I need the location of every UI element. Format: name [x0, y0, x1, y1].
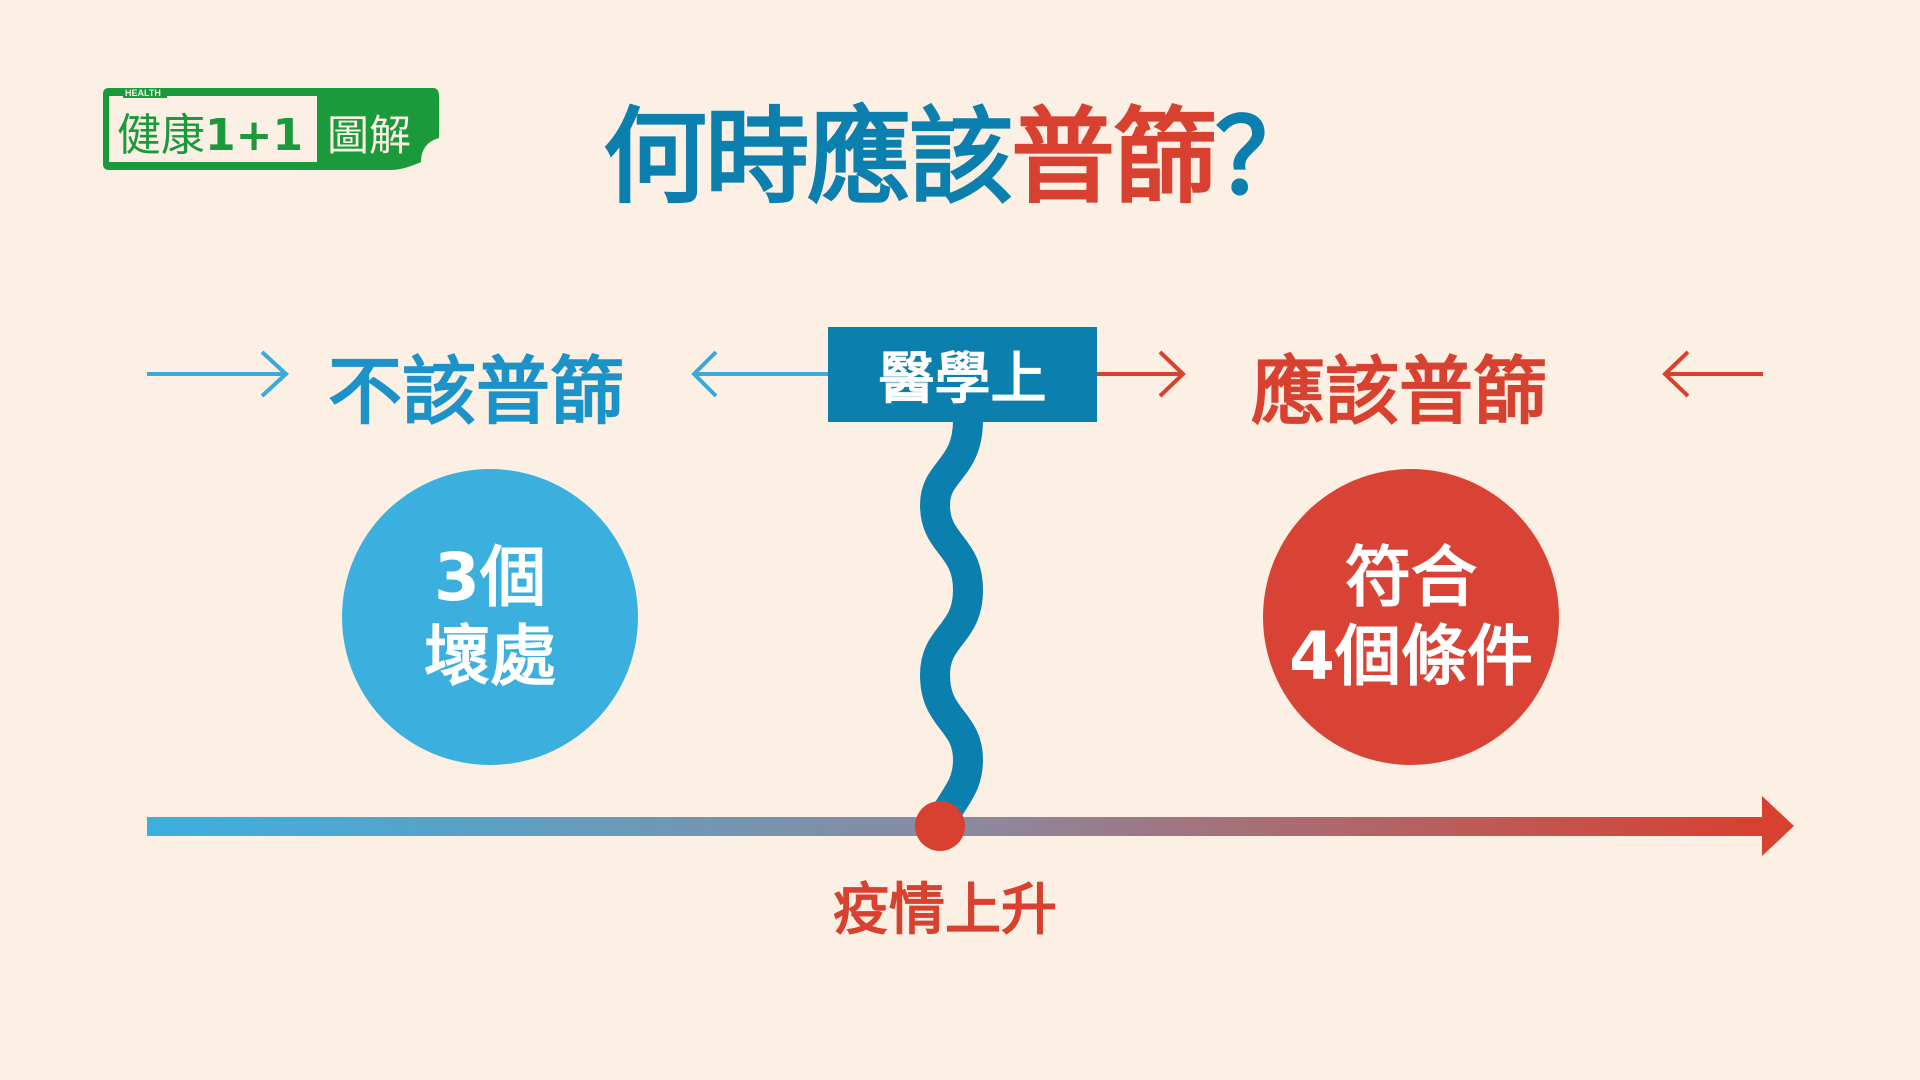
right-circle-line1: 符合 — [1345, 538, 1477, 616]
arrow-left-red-icon — [1662, 350, 1763, 398]
arrow-left-blue-icon — [691, 350, 828, 398]
wavy-line — [919, 405, 984, 841]
title-red-part: 普篩 — [1010, 96, 1217, 218]
center-box: 醫學上 — [828, 327, 1097, 422]
svg-text:圖解: 圖解 — [327, 111, 411, 160]
right-circle: 符合 4個條件 — [1263, 469, 1559, 765]
timeline-marker-dot — [915, 801, 965, 851]
title-question-mark: ？ — [1215, 96, 1319, 218]
timeline-label: 疫情上升 — [833, 878, 1057, 943]
left-circle-line2: 壞處 — [424, 618, 556, 695]
left-circle: 3個 壞處 — [342, 469, 638, 765]
svg-text:健康1+1: 健康1+1 — [117, 110, 303, 161]
left-circle-line1: 3個 — [434, 538, 546, 616]
arrow-right-blue-icon — [147, 350, 289, 398]
right-heading: 應該普篩 — [1251, 349, 1547, 435]
page-title: 何時應該普篩？ — [560, 72, 1360, 223]
timeline-arrowhead — [1762, 796, 1794, 856]
right-circle-line2: 4個條件 — [1289, 618, 1533, 695]
title-blue-part: 何時應該 — [602, 96, 1013, 218]
left-heading: 不該普篩 — [328, 349, 624, 435]
health-logo: HEALTH 健康1+1 圖解 — [103, 88, 439, 170]
arrow-right-red-icon — [1097, 350, 1186, 398]
svg-text:HEALTH: HEALTH — [125, 88, 161, 98]
